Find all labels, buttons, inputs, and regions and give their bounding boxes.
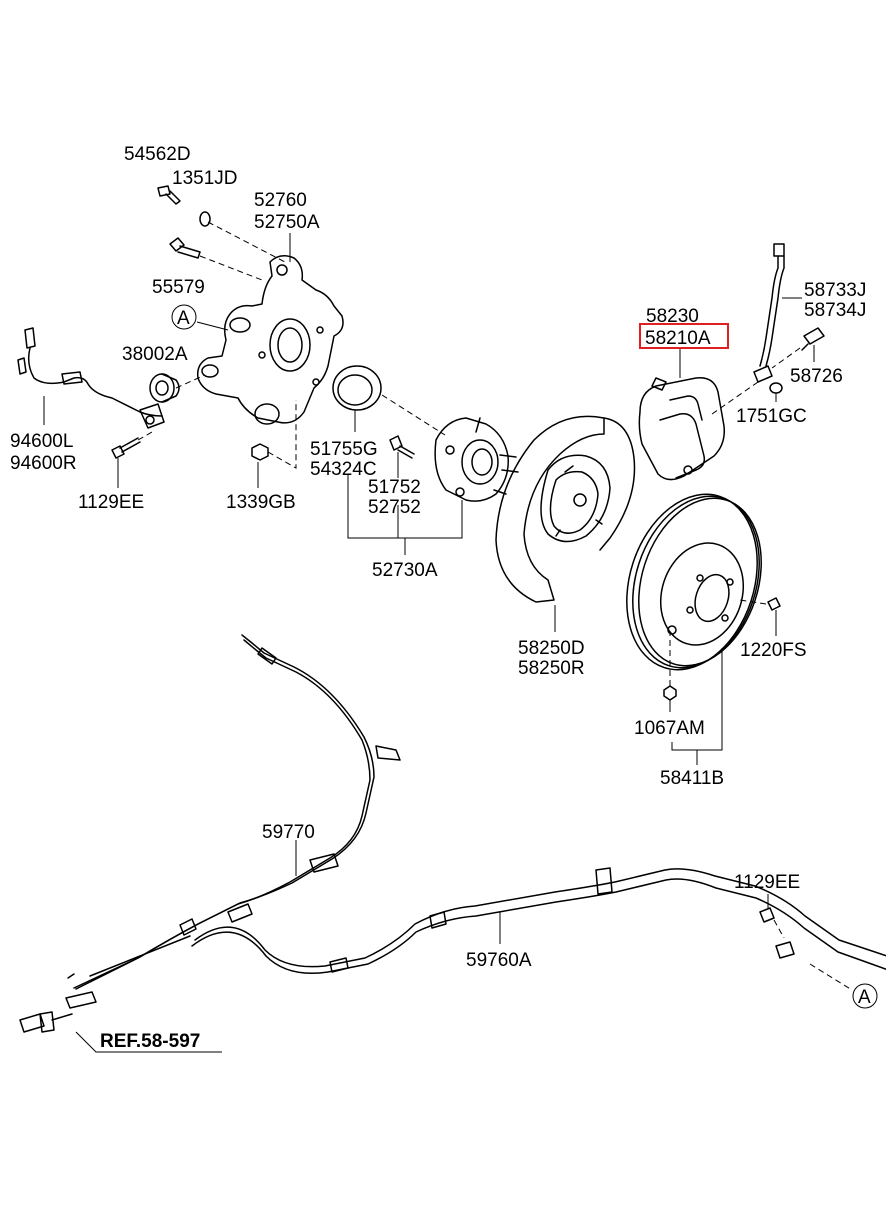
bolt-1129EE-cable xyxy=(759,907,775,923)
label-52760: 52760 xyxy=(254,190,307,211)
label-94600L: 94600L xyxy=(10,431,73,452)
dash-seal-hub xyxy=(381,394,446,436)
wheel-hub-52730A xyxy=(434,417,519,502)
washer-1351JD xyxy=(199,211,211,227)
bolt-55579 xyxy=(169,237,201,259)
dash-cable-end xyxy=(809,963,853,991)
reference-label: REF.58-597 xyxy=(100,1031,200,1052)
steering-knuckle xyxy=(196,255,344,425)
label-1129EE-bottom: 1129EE xyxy=(734,872,800,893)
label-1351JD: 1351JD xyxy=(172,168,238,189)
dash-bleeder xyxy=(771,347,801,369)
bleeder-58726 xyxy=(801,327,825,351)
callout-A-cable-text: A xyxy=(858,987,871,1008)
label-52750A: 52750A xyxy=(254,212,320,233)
hub-bolt-51752 xyxy=(389,435,415,459)
label-58726: 58726 xyxy=(790,366,843,387)
callout-A-knuckle-text: A xyxy=(177,308,190,329)
label-54324C: 54324C xyxy=(310,459,377,480)
label-55579: 55579 xyxy=(152,277,205,298)
dash-cable-bolt xyxy=(773,919,785,939)
label-59760A: 59760A xyxy=(466,950,532,971)
label-1129EE-top: 1129EE xyxy=(78,492,144,513)
nut-1067AM xyxy=(663,685,677,701)
bolt-1129EE-sensor xyxy=(111,437,141,459)
label-38002A: 38002A xyxy=(122,344,188,365)
bracket-58411B xyxy=(671,648,723,765)
bolt-54562D xyxy=(157,185,181,205)
leader-ref xyxy=(75,1031,222,1053)
dash-nut-knuckle xyxy=(267,400,297,469)
label-59770: 59770 xyxy=(262,822,315,843)
leader-A1 xyxy=(196,321,229,331)
parking-cable-59760A xyxy=(89,867,886,977)
parking-cable-59770 xyxy=(67,634,401,990)
label-54562D: 54562D xyxy=(124,144,191,165)
wheel-speed-sensor xyxy=(17,327,165,429)
brake-disc-58411B xyxy=(626,493,762,671)
label-58250R: 58250R xyxy=(518,658,585,679)
caliper-58210A xyxy=(638,377,726,481)
dash-bushing-knuckle xyxy=(175,374,206,389)
label-1067AM: 1067AM xyxy=(634,718,705,739)
bushing-38002A xyxy=(149,373,180,403)
label-58210A: 58210A xyxy=(645,328,711,349)
label-58734J: 58734J xyxy=(804,300,866,321)
dash-washer-knuckle xyxy=(207,221,286,263)
nut-1339GB xyxy=(251,443,269,461)
label-51752: 51752 xyxy=(368,477,421,498)
brake-hose-58733J xyxy=(753,243,785,383)
label-58230: 58230 xyxy=(646,306,699,327)
screw-1220FS xyxy=(767,597,781,611)
backing-plate-58250D xyxy=(495,415,636,603)
callout-A-cable: A xyxy=(852,983,878,1009)
washer-1751GC xyxy=(769,382,783,394)
highlight-box-58210A xyxy=(639,323,729,349)
label-94600R: 94600R xyxy=(10,453,77,474)
label-52730A: 52730A xyxy=(372,560,438,581)
label-51755G: 51755G xyxy=(310,439,378,460)
label-58250D: 58250D xyxy=(518,638,585,659)
label-52752: 52752 xyxy=(368,497,421,518)
label-1220FS: 1220FS xyxy=(740,640,807,661)
label-1339GB: 1339GB xyxy=(226,492,296,513)
oil-seal-51755G xyxy=(332,365,382,411)
equalizer xyxy=(19,991,97,1033)
bracket-52730A xyxy=(347,475,463,555)
dash-screw xyxy=(739,599,767,605)
label-58733J: 58733J xyxy=(804,280,866,301)
callout-A-knuckle: A xyxy=(171,304,197,330)
dash-sensor-bolt xyxy=(137,431,153,441)
label-1751GC: 1751GC xyxy=(736,406,807,427)
label-58411B: 58411B xyxy=(660,768,724,789)
dash-bolt-knuckle xyxy=(199,255,263,281)
